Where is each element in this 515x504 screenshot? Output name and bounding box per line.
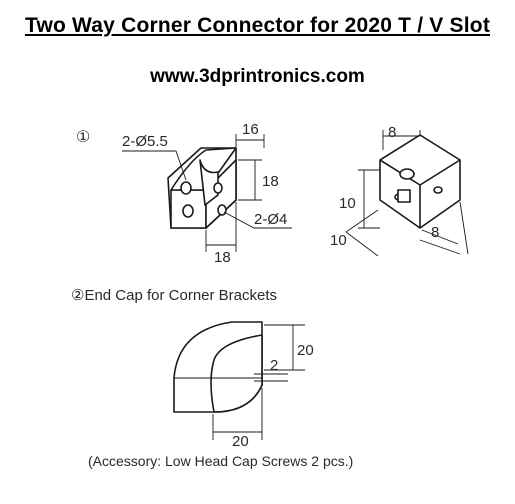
endcap-dim-width: 20 (232, 433, 249, 450)
figure-marker-1: ① (76, 129, 90, 146)
topview-dim-top: 8 (388, 124, 396, 141)
corner-bracket-drawing: ① 2-Ø5.5 16 18 2-Ø4 18 (76, 121, 292, 266)
endcap-dim-offset: 2 (270, 357, 278, 374)
website-url: www.3dprintronics.com (150, 66, 365, 87)
accessory-note: (Accessory: Low Head Cap Screws 2 pcs.) (88, 453, 354, 469)
topview-dim-bottom-right: 8 (431, 224, 439, 241)
dim-width-bottom: 18 (214, 249, 231, 266)
hole-callout-large: 2-Ø5.5 (122, 133, 168, 150)
hole-callout-small: 2-Ø4 (254, 211, 287, 228)
dim-width-top: 16 (242, 121, 259, 138)
end-cap-heading: ②End Cap for Corner Brackets (71, 287, 278, 304)
page-title: Two Way Corner Connector for 2020 T / V … (24, 14, 491, 37)
top-view-drawing: 8 10 10 8 (330, 124, 469, 257)
topview-dim-left: 10 (339, 195, 356, 212)
dim-height: 18 (262, 173, 279, 190)
end-cap-drawing: 20 2 20 (173, 321, 314, 450)
topview-dim-bottom-left: 10 (330, 232, 347, 249)
endcap-dim-height: 20 (297, 342, 314, 359)
